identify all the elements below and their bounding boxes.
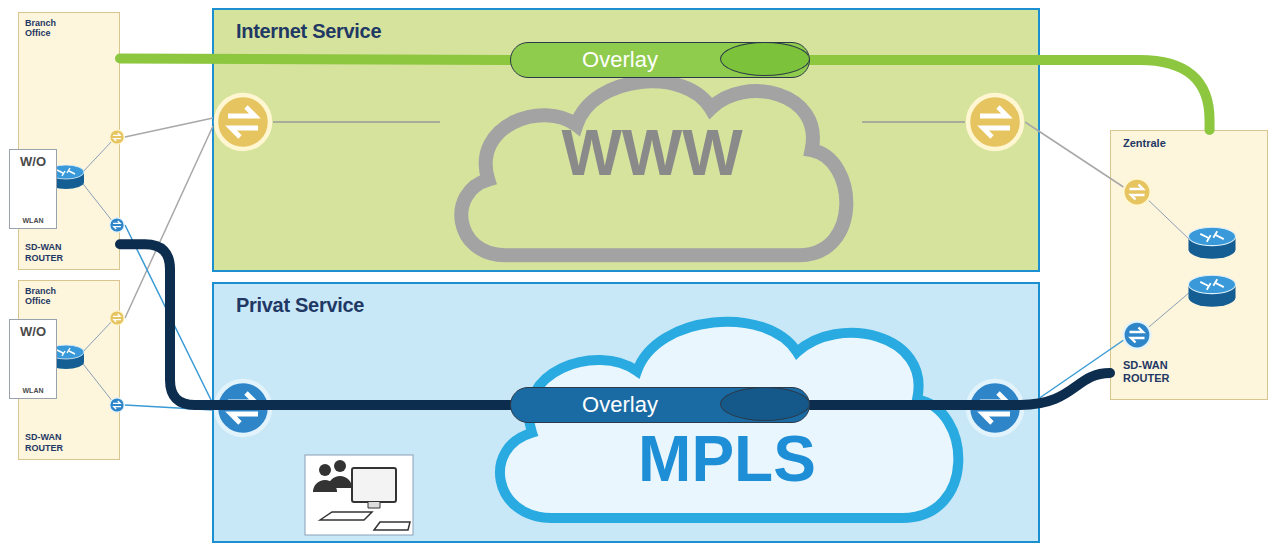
node-label: WLAN (23, 217, 44, 224)
overlay-connector (120, 244, 510, 405)
node-title: Branch Office (25, 18, 81, 39)
overlay-connector (120, 58, 510, 60)
transport-icons (110, 95, 1151, 435)
service-band: Internet ServiceWWW Overlay (212, 8, 1040, 272)
wlan-icons (24, 181, 40, 364)
node-title: Branch Office (25, 286, 81, 307)
node-title: Overlay (582, 392, 658, 418)
node-label: SD-WAN ROUTER (25, 432, 81, 453)
wlan-device: W/O WLAN (9, 149, 57, 229)
branch-office: Branch OfficeSD-WAN ROUTER W/O WLAN (18, 12, 120, 270)
node-title: Zentrale (1123, 137, 1203, 150)
branch-office: Branch OfficeSD-WAN ROUTER W/O WLAN (18, 280, 120, 460)
wlan-device: W/O WLAN (9, 319, 57, 399)
node-label: SD-WAN ROUTER (1123, 359, 1203, 385)
overlay-tunnel: Overlay (510, 42, 810, 78)
overlay-tunnel: Overlay (510, 387, 810, 423)
overlay-connector (810, 60, 1210, 130)
node-title: WWW (561, 116, 742, 218)
node-title: Overlay (582, 47, 658, 73)
overlay-connector (810, 373, 1110, 405)
node-title: Privat Service (214, 284, 1038, 317)
node-title: W/O (20, 154, 46, 169)
node-label: WLAN (23, 387, 44, 394)
node-label: SD-WAN ROUTER (25, 242, 81, 263)
node-title: W/O (20, 324, 46, 339)
access-lines (80, 118, 1190, 410)
users-icon (305, 455, 413, 535)
router-icons (48, 165, 1236, 369)
node-title: Internet Service (214, 10, 1038, 43)
headquarters: ZentraleSD-WAN ROUTER (1110, 130, 1268, 400)
internet-cloud: WWW (442, 62, 862, 272)
